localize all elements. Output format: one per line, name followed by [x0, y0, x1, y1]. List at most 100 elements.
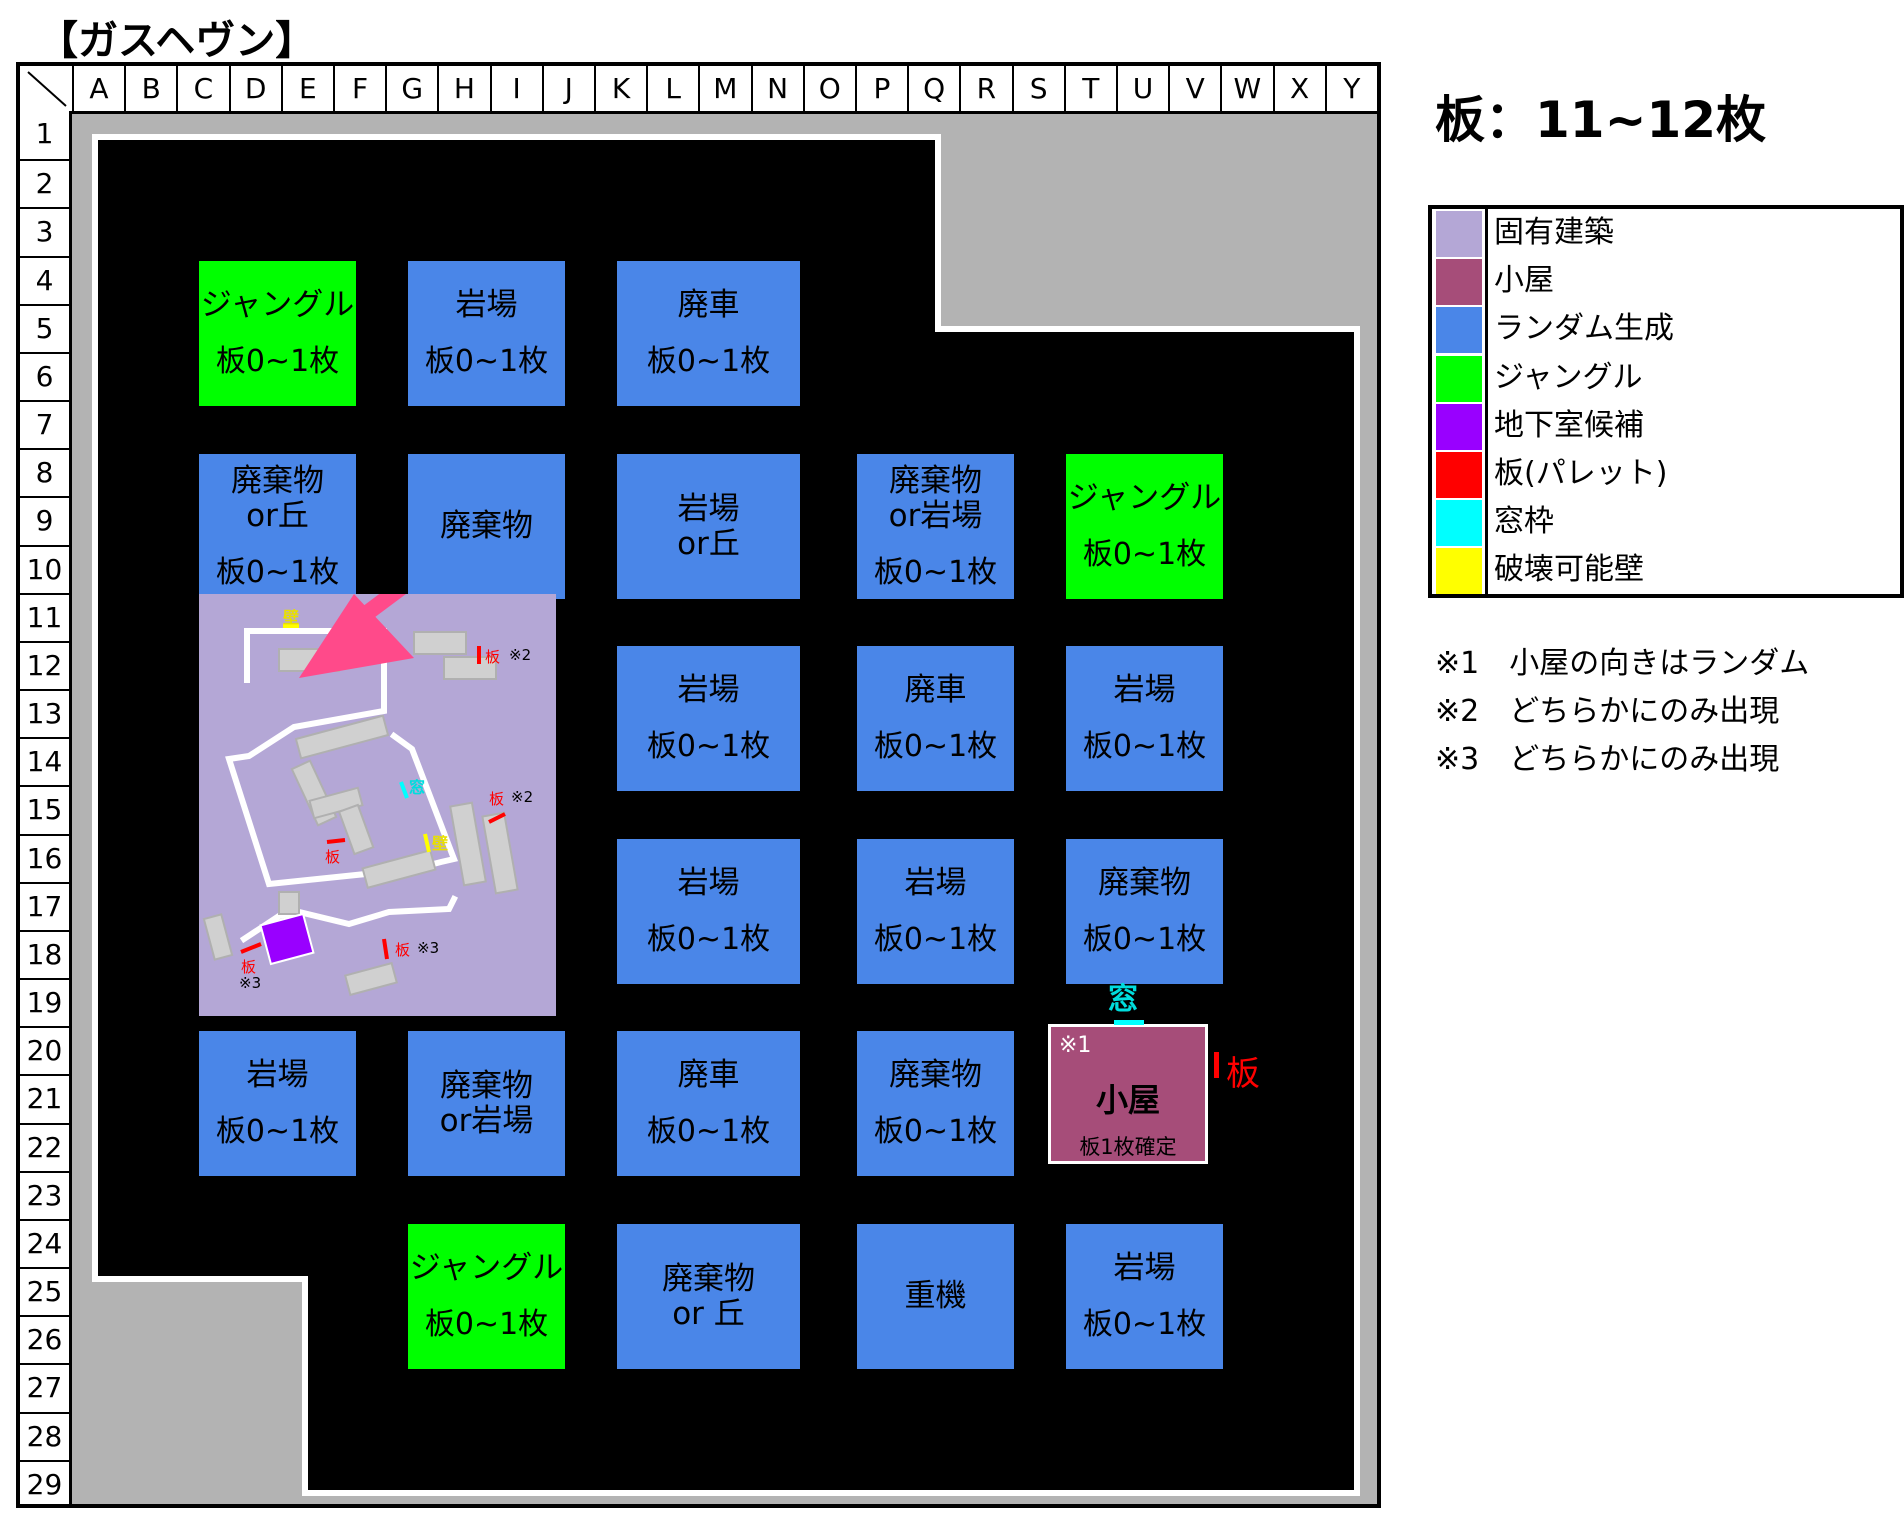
pallet-label: 板	[395, 941, 411, 959]
area-tile: 岩場板0~1枚	[408, 261, 565, 406]
area-tile: 重機	[857, 1224, 1014, 1369]
tile-label: 岩場	[1113, 1250, 1176, 1286]
row-label: 1	[35, 117, 54, 150]
legend-label: ジャングル	[1494, 359, 1643, 395]
tile-pallet-count: 板0~1枚	[215, 344, 340, 379]
tile-label: 廃棄物	[1098, 865, 1191, 901]
window-marker	[399, 781, 409, 799]
area-tile: 岩場板0~1枚	[617, 839, 800, 984]
tile-label: ジャングル	[200, 287, 355, 323]
area-tile: 岩場板0~1枚	[1066, 646, 1223, 791]
area-tile: 廃棄物 or岩場板0~1枚	[857, 454, 1014, 599]
tile-label: 廃棄物 or岩場	[888, 462, 983, 534]
shack-window-marker	[1114, 1020, 1144, 1025]
legend-swatch	[1436, 403, 1482, 450]
legend-swatch	[1436, 307, 1482, 354]
shack-window-label: 窓	[1108, 982, 1138, 1017]
map-area: ジャングル板0~1枚岩場板0~1枚廃車板0~1枚廃棄物 or丘板0~1枚廃棄物岩…	[20, 66, 1377, 1504]
tile-pallet-count: 板0~1枚	[873, 1114, 998, 1149]
row-label: 24	[20, 1218, 69, 1267]
window-label: 窓	[409, 778, 426, 797]
tile-label: 廃棄物	[889, 1057, 982, 1093]
row-label: 3	[20, 207, 69, 255]
legend-item: 地下室候補	[1432, 402, 1900, 450]
footnote: ※1 小屋の向きはランダム	[1435, 646, 1810, 681]
column-label: M	[698, 66, 750, 111]
tile-pallet-count: 板0~1枚	[646, 1114, 771, 1149]
notes: ※1 小屋の向きはランダム※2 どちらかにのみ出現※3 どちらかにのみ出現	[1435, 640, 1809, 784]
tile-label: 廃棄物 or岩場	[439, 1067, 534, 1139]
column-label: A	[72, 66, 124, 111]
tile-label: 岩場 or丘	[677, 490, 740, 562]
shack-note: ※1	[1059, 1033, 1092, 1058]
column-label: L	[646, 66, 698, 111]
row-label: 29	[20, 1459, 69, 1504]
tile-pallet-count: 板0~1枚	[646, 922, 771, 957]
row-label: 13	[20, 689, 69, 737]
legend-item: 破壊可能壁	[1432, 546, 1900, 595]
area-tile: 廃車板0~1枚	[617, 1031, 800, 1176]
row-label: 18	[20, 929, 69, 978]
pallet-label: 板	[485, 648, 501, 666]
tile-label: 岩場	[904, 865, 967, 901]
column-label: P	[855, 66, 907, 111]
pallet-label: 板	[489, 790, 505, 808]
tile-label: 廃棄物 or 丘	[662, 1260, 755, 1332]
tile-pallet-count: 板0~1枚	[646, 344, 771, 379]
area-tile: 廃車板0~1枚	[617, 261, 800, 406]
row-label: 21	[20, 1074, 69, 1122]
row-label: 27	[20, 1363, 69, 1411]
row-label: 25	[20, 1267, 69, 1315]
area-tile: 廃棄物板0~1枚	[1066, 839, 1223, 984]
legend-divider	[1485, 209, 1488, 594]
pallet-count: 板：11~12枚	[1435, 91, 1767, 149]
tile-label: 廃棄物	[440, 508, 533, 544]
note-2-label: ※2	[511, 788, 534, 806]
legend-swatch	[1436, 548, 1482, 595]
note-3-label: ※3	[239, 974, 262, 992]
shack-sub: 板1枚確定	[1079, 1135, 1177, 1159]
legend-swatch	[1436, 211, 1482, 257]
footnote: ※3 どちらかにのみ出現	[1435, 742, 1780, 777]
legend-label: 窓枠	[1494, 504, 1554, 540]
pallet-marker	[326, 838, 346, 844]
area-tile: 岩場板0~1枚	[1066, 1224, 1223, 1369]
row-label: 2	[20, 159, 69, 207]
column-label: T	[1063, 66, 1116, 111]
legend-label: 地下室候補	[1494, 407, 1644, 443]
pallet-label: 板	[241, 958, 257, 976]
tile-label: 岩場	[455, 287, 518, 323]
basement-candidate-marker	[259, 912, 315, 966]
row-label: 23	[20, 1170, 69, 1219]
tile-label: 岩場	[1113, 672, 1176, 708]
shack-pallet-label: 板	[1226, 1054, 1260, 1094]
tile-pallet-count: 板0~1枚	[873, 729, 998, 764]
note-3-label: ※3	[417, 939, 440, 957]
row-label: 15	[20, 785, 69, 833]
shack-pallet-marker	[1214, 1052, 1219, 1078]
column-label: U	[1116, 66, 1168, 111]
area-tile: 廃棄物	[408, 454, 565, 599]
legend-label: 板(パレット)	[1494, 456, 1668, 491]
area-tile: 廃棄物 or岩場	[408, 1031, 565, 1176]
pallet-marker	[382, 938, 389, 960]
column-label: K	[594, 66, 646, 111]
column-label: J	[541, 66, 594, 111]
column-label: O	[802, 66, 855, 111]
column-label: V	[1168, 66, 1220, 111]
legend-item: 小屋	[1432, 257, 1900, 306]
tile-label: 廃棄物 or丘	[231, 462, 324, 534]
tile-pallet-count: 板0~1枚	[424, 344, 549, 379]
tile-label: ジャングル	[1067, 480, 1222, 516]
pallet-marker	[240, 942, 262, 954]
legend-item: ランダム生成	[1432, 305, 1900, 354]
area-tile: 廃棄物 or 丘	[617, 1224, 800, 1369]
column-label: G	[385, 66, 437, 111]
column-label: D	[228, 66, 281, 111]
row-label: 6	[20, 351, 69, 400]
tile-pallet-count: 板0~1枚	[646, 729, 771, 764]
tile-label: 廃車	[904, 672, 967, 708]
tile-pallet-count: 板0~1枚	[1082, 1307, 1207, 1342]
